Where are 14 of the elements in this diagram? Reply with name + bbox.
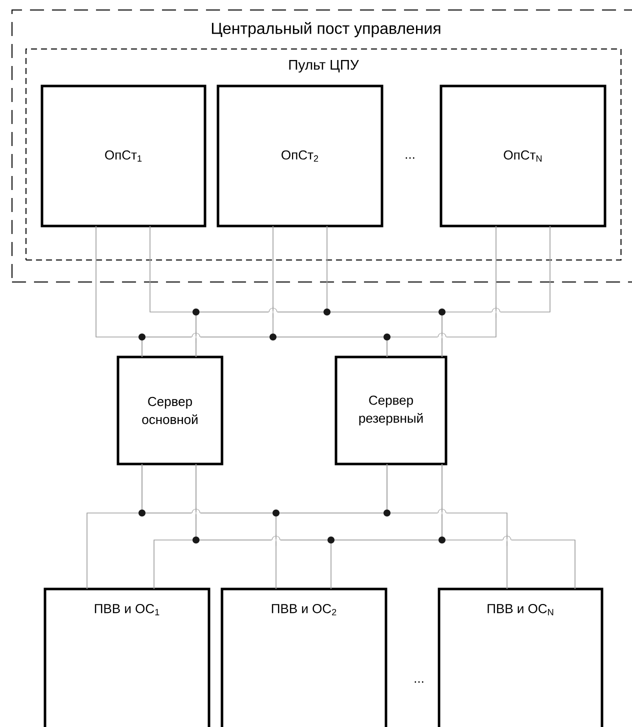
io-box: ПВВ и ОС$_{N}$ <box>438 588 604 727</box>
connection-line <box>442 226 550 358</box>
server-box: Сервер резервный <box>334 356 448 466</box>
station-box: ОпСт$_{2}$ <box>216 84 384 228</box>
station-box: ОпСт$_{N}$ <box>440 84 606 228</box>
ellipsis-text: ... <box>414 681 424 683</box>
station-box: ОпСт$_{1}$ <box>40 84 206 228</box>
connection-line <box>386 226 496 358</box>
connection-line <box>442 464 576 590</box>
io-box: ПВВ и ОС$_{1}$ <box>44 588 210 727</box>
connection-line <box>386 464 508 590</box>
io-box: ПВВ и ОС$_{2}$ <box>220 588 388 727</box>
server-box: Сервер основной <box>116 356 224 466</box>
ellipsis-text: ... <box>406 157 414 159</box>
